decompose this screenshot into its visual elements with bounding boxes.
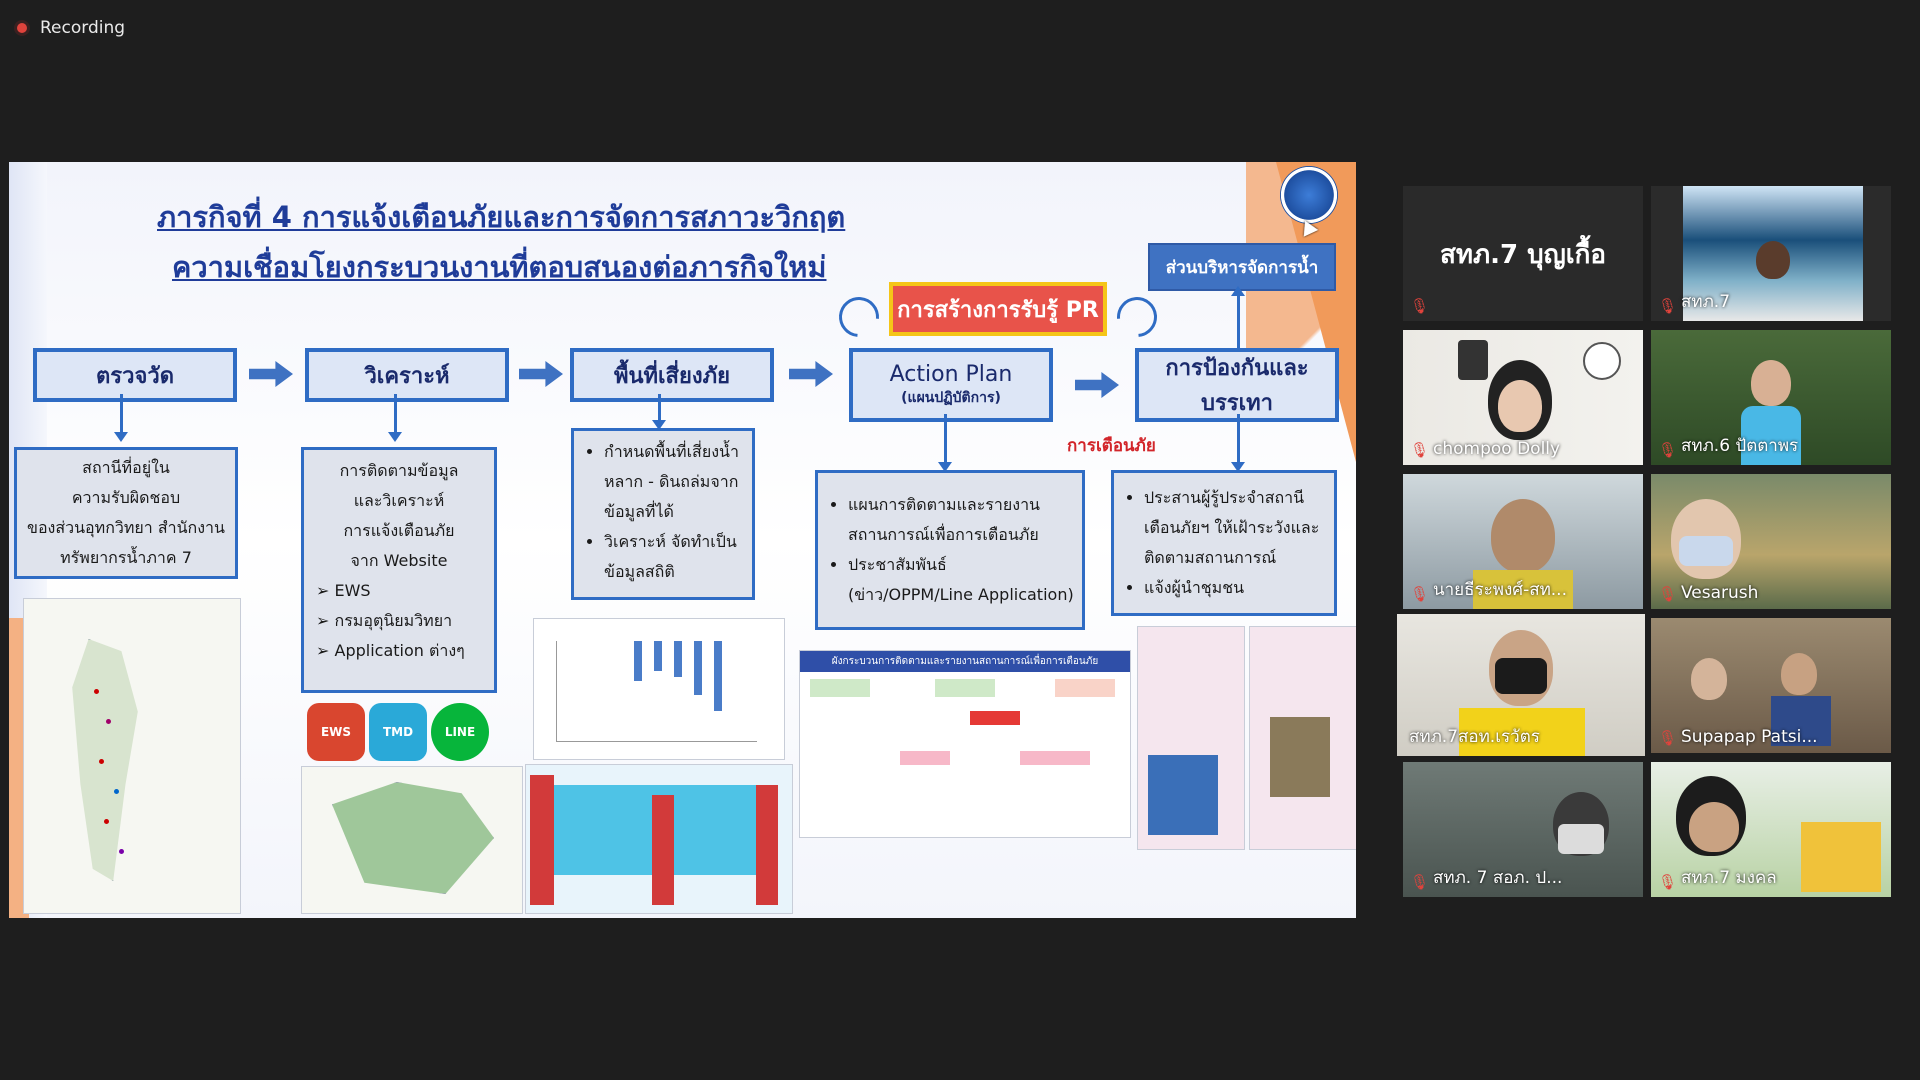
line-chat-screenshot-image: [1249, 626, 1356, 850]
mic-muted-icon: 🎙: [1410, 441, 1430, 459]
ews-app-icon: EWS: [307, 703, 365, 761]
recording-label: Recording: [40, 18, 126, 38]
water-level-diagram-image: [525, 764, 793, 914]
shared-screen-slide: ภารกิจที่ 4 การแจ้งเตือนภัยและการจัดการส…: [9, 162, 1356, 918]
measure-detail: สถานีที่อยู่ใน ความรับผิดชอบ ของส่วนอุทก…: [14, 447, 238, 579]
mic-muted-icon: 🎙: [1410, 873, 1430, 891]
participant-tile[interactable]: 🎙 สทภ.6 ปัตตาพร: [1651, 330, 1891, 465]
participant-tile[interactable]: 🎙 Supapap Patsi...: [1651, 618, 1891, 753]
slide-subtitle: ความเชื่อมโยงกระบวนงานที่ตอบสนองต่อภารกิ…: [172, 250, 827, 284]
mic-muted-icon: 🎙: [1658, 873, 1678, 891]
line-chat-screenshot-image: [1137, 626, 1245, 850]
flow-chart-image: ผังกระบวนการติดตามและรายงานสถานการณ์เพื่…: [799, 650, 1131, 838]
pr-box: การสร้างการรับรู้ PR: [889, 282, 1107, 336]
step-action-plan: Action Plan (แผนปฏิบัติการ): [849, 348, 1053, 422]
prevent-detail: ประสานผู้รู้ประจำสถานีเตือนภัยฯ ให้เฝ้าร…: [1111, 470, 1337, 616]
mic-muted-icon: 🎙: [1410, 297, 1430, 315]
step-prevention: การป้องกันและบรรเทา: [1135, 348, 1339, 422]
warning-label: การเตือนภัย: [1067, 436, 1156, 456]
slide-title: ภารกิจที่ 4 การแจ้งเตือนภัยและการจัดการส…: [157, 200, 846, 234]
water-management-box: ส่วนบริหารจัดการน้ำ: [1148, 243, 1336, 291]
step-risk-area: พื้นที่เสี่ยงภัย: [570, 348, 774, 402]
arrow-right-icon: [789, 361, 833, 387]
tmd-app-icon: TMD: [369, 703, 427, 761]
participant-tile[interactable]: 🎙 นายธีระพงศ์-สท...: [1403, 474, 1643, 609]
action-detail: แผนการติดตามและรายงานสถานการณ์เพื่อการเต…: [815, 470, 1085, 630]
line-app-icon: LINE: [431, 703, 489, 761]
mic-muted-icon: 🎙: [1658, 729, 1678, 747]
participant-tile[interactable]: 🎙 สทภ. 7 สอภ. ป...: [1403, 762, 1643, 897]
participant-tile[interactable]: 🎙 สทภ.7: [1651, 186, 1891, 321]
rainfall-chart-image: [533, 618, 785, 760]
participant-tile-active-speaker[interactable]: สทภ.7สอท.เรวัตร: [1397, 614, 1645, 756]
participant-tile[interactable]: 🎙 Vesarush: [1651, 474, 1891, 609]
risk-detail: กำหนดพื้นที่เสี่ยงน้ำหลาก - ดินถล่มจากข้…: [571, 428, 755, 600]
mic-muted-icon: 🎙: [1658, 297, 1678, 315]
mic-muted-icon: 🎙: [1658, 585, 1678, 603]
arrow-right-icon: [249, 361, 293, 387]
step-measure: ตรวจวัด: [33, 348, 237, 402]
department-logo-icon: [1280, 166, 1338, 224]
recording-indicator: Recording: [14, 18, 125, 38]
mic-muted-icon: 🎙: [1410, 585, 1430, 603]
curved-arrow-icon: [1108, 288, 1166, 346]
curved-arrow-icon: [830, 288, 888, 346]
station-map-image: [23, 598, 241, 914]
participant-tile[interactable]: 🎙 chompoo Dolly: [1403, 330, 1643, 465]
participant-tile[interactable]: 🎙 สทภ.7 มงคล: [1651, 762, 1891, 897]
mic-muted-icon: 🎙: [1658, 441, 1678, 459]
step-analyze: วิเคราะห์: [305, 348, 509, 402]
analyze-detail: การติดตามข้อมูล และวิเคราะห์ การแจ้งเตือ…: [301, 447, 497, 693]
record-icon: [14, 20, 30, 36]
participant-tile[interactable]: สทภ.7 บุญเกื้อ 🎙: [1403, 186, 1643, 321]
basin-map-image: [301, 766, 523, 914]
arrow-right-icon: [1075, 372, 1119, 398]
arrow-right-icon: [519, 361, 563, 387]
